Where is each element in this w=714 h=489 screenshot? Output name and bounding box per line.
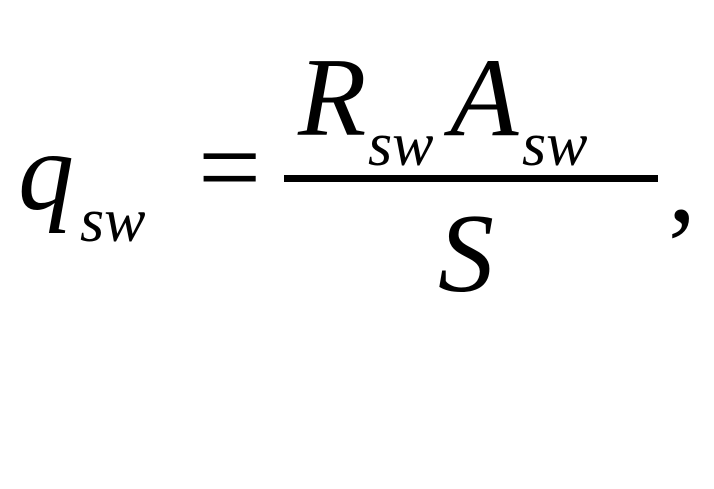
lhs-subscript-sw: sw [80, 187, 146, 255]
numerator-symbol-r: R [298, 36, 367, 160]
numerator-subscript-sw-1: sw [368, 111, 434, 179]
numerator-symbol-a: A [450, 36, 519, 160]
lhs-symbol-q: q [18, 110, 74, 234]
trailing-comma: , [668, 122, 696, 246]
equals-sign: = [198, 106, 262, 230]
numerator-subscript-sw-2: sw [522, 111, 588, 179]
denominator-symbol-s: S [438, 192, 494, 316]
fraction-bar [284, 175, 658, 182]
